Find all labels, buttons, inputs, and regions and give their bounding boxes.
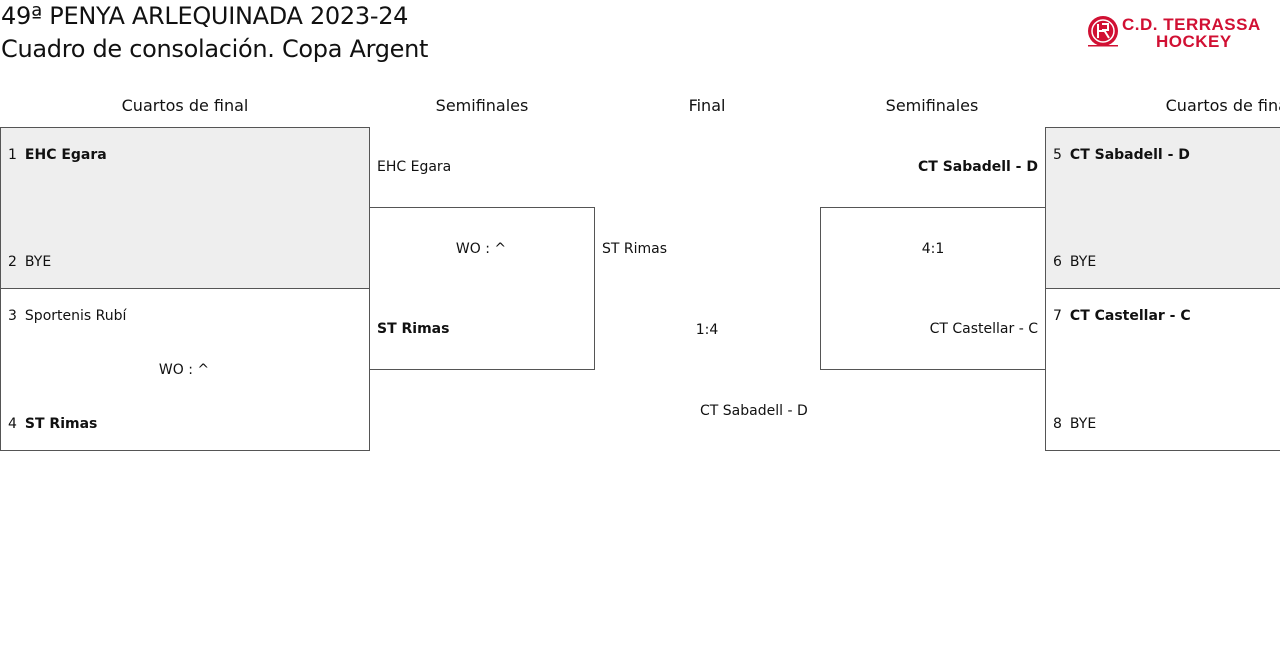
team-name: CT Castellar - C bbox=[1069, 308, 1191, 324]
page-title: 49ª PENYA ARLEQUINADA 2023-24 bbox=[1, 2, 409, 30]
team-entry: 5 CT Sabadell - D bbox=[1053, 146, 1190, 164]
seed-number: 5 bbox=[1053, 147, 1062, 163]
logo-text-line2: HOCKEY bbox=[1156, 32, 1232, 51]
team-name: EHC Egara bbox=[24, 147, 107, 163]
match-box-qf1-left bbox=[0, 127, 370, 289]
match-box-qf2-right bbox=[1045, 288, 1280, 451]
match-box-sf-right bbox=[820, 207, 1046, 370]
logo-text-line1: C.D. TERRASSA bbox=[1122, 15, 1261, 34]
team-name: ST Rimas bbox=[377, 321, 450, 337]
team-name: BYE bbox=[24, 254, 52, 270]
team-name: BYE bbox=[1069, 254, 1097, 270]
team-name: ST Rimas bbox=[24, 416, 98, 432]
team-name: ST Rimas bbox=[602, 241, 668, 257]
team-entry: 7 CT Castellar - C bbox=[1053, 307, 1191, 325]
team-entry: 1 EHC Egara bbox=[8, 146, 107, 164]
team-name: EHC Egara bbox=[377, 159, 452, 175]
seed-number: 8 bbox=[1053, 416, 1062, 432]
seed-number: 2 bbox=[8, 254, 17, 270]
team-name: CT Sabadell - D bbox=[1069, 147, 1190, 163]
club-logo: C.D. TERRASSA HOCKEY bbox=[1080, 12, 1280, 56]
team-entry: 3 Sportenis Rubí bbox=[8, 307, 126, 325]
col-header-qf-left: Cuartos de final bbox=[121, 96, 249, 115]
match-score: 1:4 bbox=[695, 322, 719, 338]
team-name: BYE bbox=[1069, 416, 1097, 432]
seed-number: 3 bbox=[8, 308, 17, 324]
col-header-qf-right: Cuartos de final bbox=[1165, 96, 1280, 115]
club-emblem-icon bbox=[1088, 16, 1118, 47]
team-name: CT Sabadell - D bbox=[918, 159, 1038, 175]
seed-number: 6 bbox=[1053, 254, 1062, 270]
team-name: CT Castellar - C bbox=[929, 321, 1038, 337]
page-subtitle: Cuadro de consolación. Copa Argent bbox=[1, 35, 429, 63]
match-box-sf-left bbox=[369, 207, 595, 370]
match-score: WO : ^ bbox=[158, 362, 210, 378]
team-entry: 4 ST Rimas bbox=[8, 415, 97, 433]
team-name: Sportenis Rubí bbox=[24, 308, 127, 324]
col-header-sf-right: Semifinales bbox=[885, 96, 979, 115]
team-name: CT Sabadell - D bbox=[700, 403, 808, 419]
col-header-sf-left: Semifinales bbox=[435, 96, 529, 115]
seed-number: 4 bbox=[8, 416, 17, 432]
team-entry: 8 BYE bbox=[1053, 415, 1096, 433]
seed-number: 1 bbox=[8, 147, 17, 163]
team-entry: 2 BYE bbox=[8, 253, 51, 271]
col-header-final: Final bbox=[688, 96, 726, 115]
seed-number: 7 bbox=[1053, 308, 1062, 324]
team-entry: 6 BYE bbox=[1053, 253, 1096, 271]
match-score: 4:1 bbox=[921, 241, 945, 257]
match-score: WO : ^ bbox=[455, 241, 507, 257]
